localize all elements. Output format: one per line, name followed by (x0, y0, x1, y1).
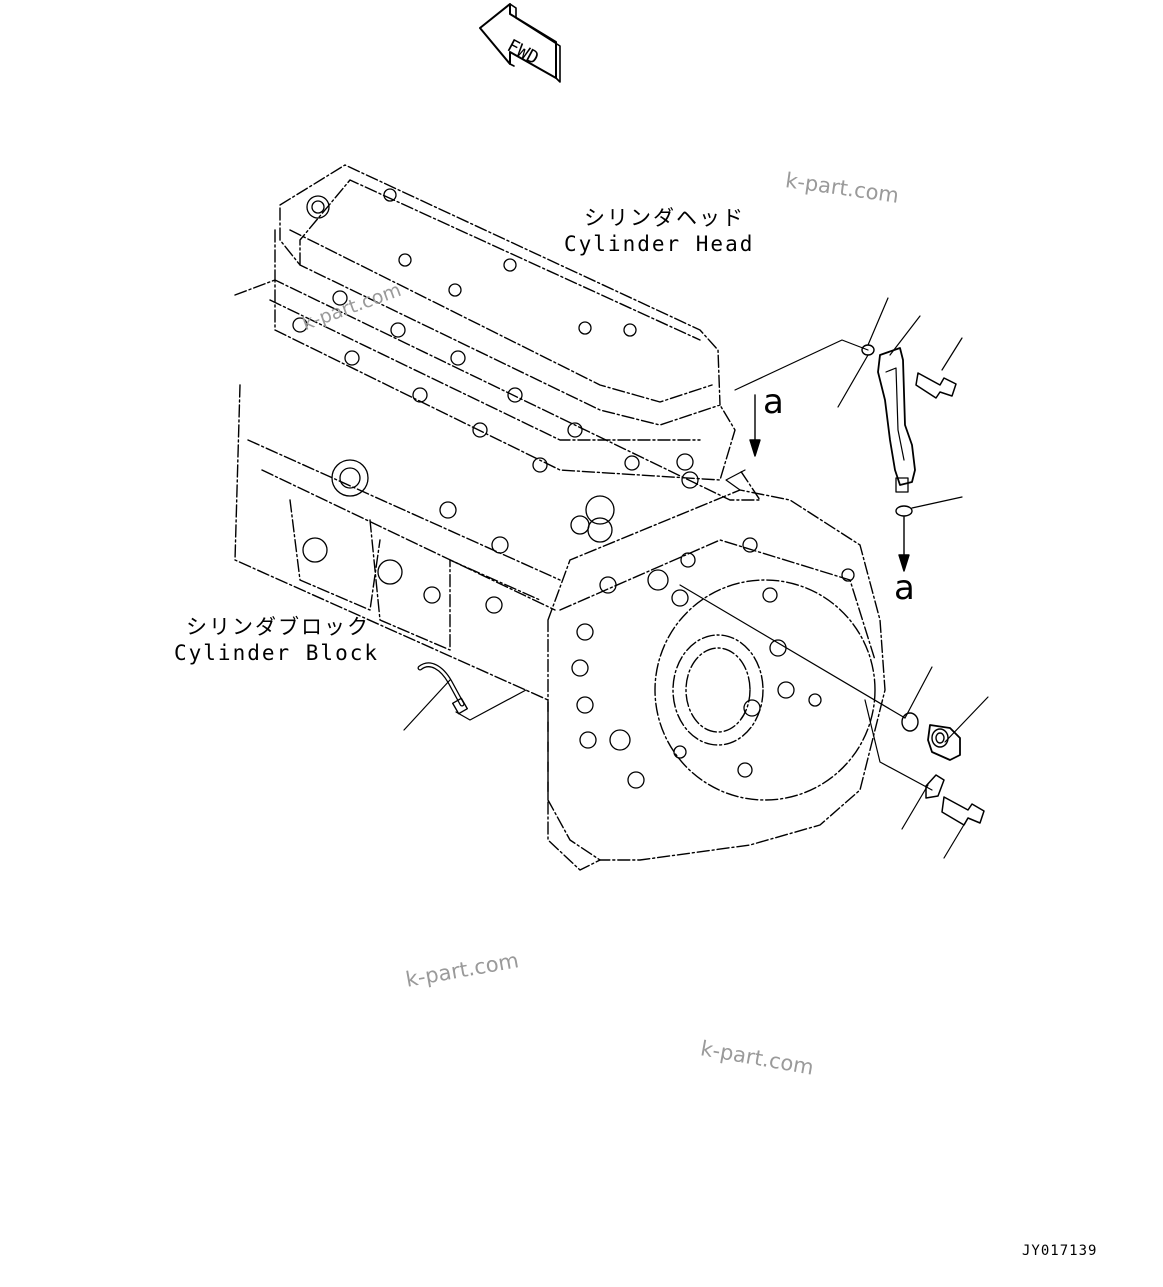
flywheel-housing (547, 489, 886, 861)
cylinder-block-label-en: Cylinder Block (174, 641, 380, 665)
cylinder-head (274, 229, 736, 481)
cylinder-head-label-en: Cylinder Head (564, 232, 755, 256)
cylinder-head-label-jp: シリンダヘッド (584, 206, 745, 230)
fwd-arrow-icon: FWD (479, 3, 561, 83)
bolt-upper (915, 372, 957, 399)
bolt-lower (941, 796, 985, 826)
ref-letter-lower: a (894, 568, 915, 608)
drawing-code: JY017139 (1022, 1243, 1098, 1259)
o-ring-lower (895, 505, 913, 517)
cylinder-head-cover (279, 164, 721, 426)
flywheel-bore (654, 579, 876, 801)
leader-lines (403, 297, 989, 859)
engine-bolt-details (292, 188, 855, 789)
ref-letter-upper: a (763, 382, 784, 422)
exploded-parts (417, 344, 985, 826)
clip-part (925, 774, 945, 799)
ref-arrows (749, 394, 910, 572)
o-ring-right (901, 712, 919, 732)
engine-assembly (234, 164, 886, 871)
cylinder-block-label-jp: シリンダブロック (186, 615, 370, 639)
bracket-part (877, 347, 916, 486)
connector-fitting (927, 724, 961, 761)
